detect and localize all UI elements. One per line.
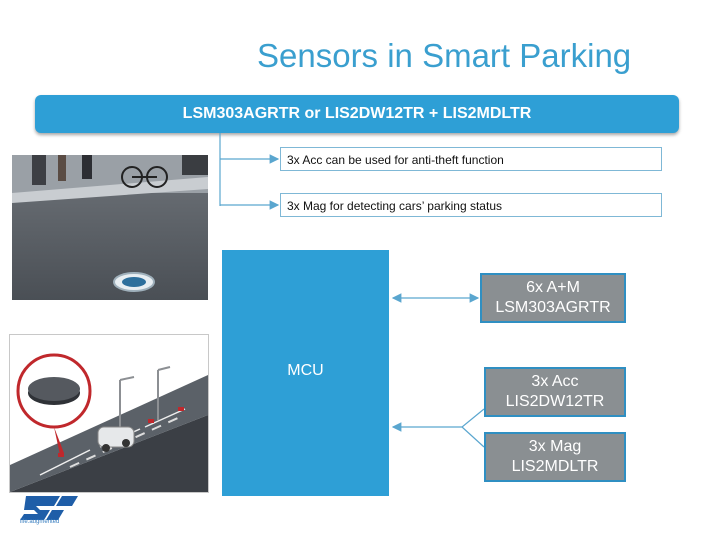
chip23-branch [461, 408, 485, 448]
sensor-combo-banner: LSM303AGRTR or LIS2DW12TR + LIS2MDLTR [35, 95, 679, 133]
chip-lis2mdltr: 3x Mag LIS2MDLTR [484, 432, 626, 482]
chip3-line1: 3x Mag [528, 438, 582, 455]
chip3-line2: LIS2MDLTR [511, 458, 599, 475]
logo-tagline: life.augmented [20, 519, 60, 525]
mcu-block: MCU [222, 250, 389, 496]
banner-label: LSM303AGRTR or LIS2DW12TR + LIS2MDLTR [182, 105, 532, 122]
mcu-label: MCU [287, 362, 324, 379]
chip-lis2dw12tr: 3x Acc LIS2DW12TR [484, 367, 626, 417]
chip-lsm303agrtr: 6x A+M LSM303AGRTR [480, 273, 626, 323]
chip1-line1: 6x A+M [526, 279, 580, 296]
chip1-line2: LSM303AGRTR [495, 299, 611, 316]
street-sensor-photo [12, 155, 208, 300]
note-parking-status: 3x Mag for detecting cars’ parking statu… [280, 193, 662, 217]
note-anti-theft: 3x Acc can be used for anti-theft functi… [280, 147, 662, 171]
smart-parking-illustration [9, 334, 209, 493]
chip2-line1: 3x Acc [531, 373, 579, 390]
slide-title: Sensors in Smart Parking [257, 37, 632, 74]
st-logo-icon [20, 496, 78, 520]
chip2-line2: LIS2DW12TR [505, 393, 605, 410]
